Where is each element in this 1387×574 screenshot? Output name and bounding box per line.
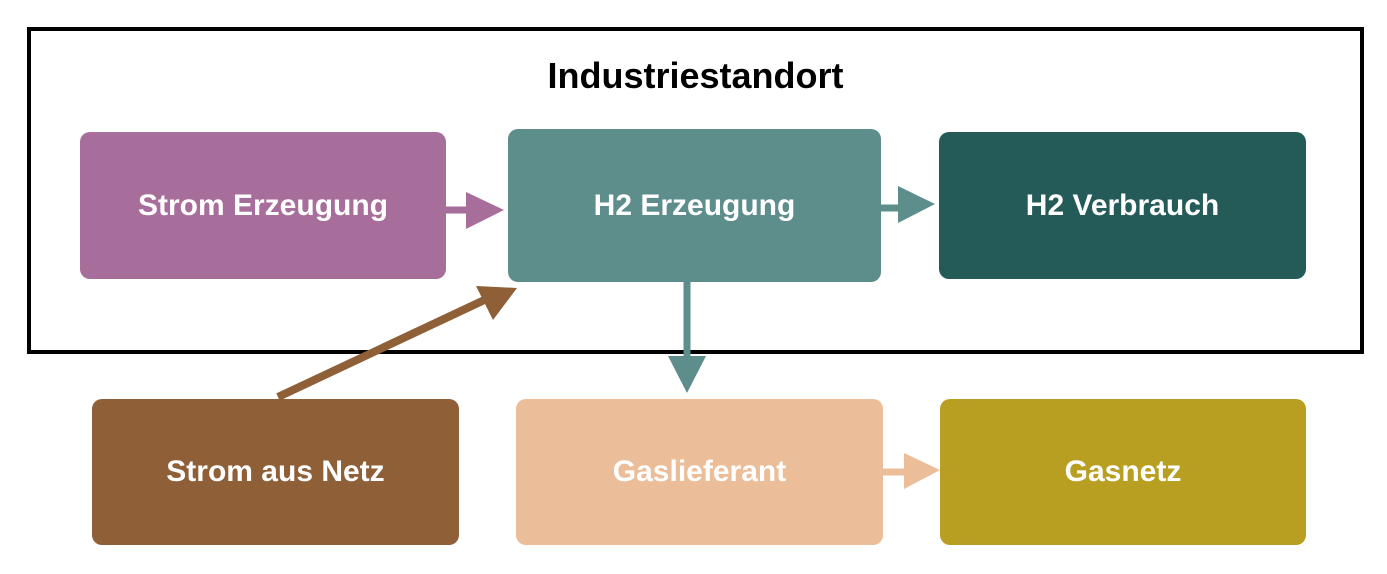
edge-gaslieferant-to-gasnetz xyxy=(883,453,940,489)
node-strom-aus-netz[interactable]: Strom aus Netz xyxy=(92,399,459,545)
node-strom-erzeugung[interactable]: Strom Erzeugung xyxy=(80,132,446,279)
edge-h2-erzeugung-to-h2-verbrauch xyxy=(881,186,935,223)
node-label: Gaslieferant xyxy=(612,455,787,488)
node-gaslieferant[interactable]: Gaslieferant xyxy=(516,399,883,545)
edge-strom-aus-netz-to-h2-erzeugung xyxy=(276,286,517,401)
edge-strom-erzeugung-to-h2-erzeugung xyxy=(446,192,504,229)
node-h2-verbrauch[interactable]: H2 Verbrauch xyxy=(939,132,1306,279)
group-title: Industriestandort xyxy=(547,55,844,96)
node-label: Strom aus Netz xyxy=(166,455,385,488)
edge-h2-erzeugung-to-gaslieferant xyxy=(668,282,706,393)
node-gasnetz[interactable]: Gasnetz xyxy=(940,399,1306,545)
node-label: Gasnetz xyxy=(1064,455,1182,488)
node-label: Strom Erzeugung xyxy=(137,188,388,222)
node-h2-erzeugung[interactable]: H2 Erzeugung xyxy=(508,129,881,282)
node-label: H2 Erzeugung xyxy=(593,188,796,222)
node-label: H2 Verbrauch xyxy=(1025,188,1220,222)
